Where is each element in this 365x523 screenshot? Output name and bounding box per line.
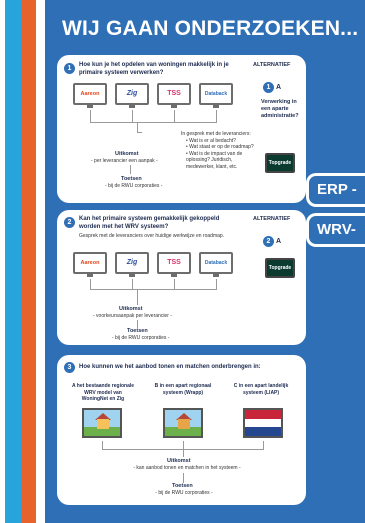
toetsen-text: - bij de RWU corporaties - (105, 183, 163, 189)
section-2-card: 2 Kan het primaire systeem gemakkelijk g… (57, 210, 306, 345)
alt-number: 1 (266, 84, 271, 91)
alt-description: Verwerking in een aparte administratie? (261, 99, 299, 119)
side-tab-wrv: WRV- (306, 213, 365, 247)
option-b: B in een apart regionaal systeem (Wrapp) (154, 383, 212, 396)
alternative-screen: Topgrade (265, 258, 295, 278)
system-name: Aareon (80, 91, 100, 97)
option-a-house-illustration (82, 408, 122, 438)
alt-letter: A (276, 238, 282, 245)
connector (183, 449, 184, 457)
system-monitor-aareon: Aareon (73, 252, 107, 277)
system-name: Zig (126, 259, 138, 266)
toetsen-label: Toetsen (121, 176, 142, 182)
connector (263, 441, 264, 449)
section-2-alternatief-label: ALTERNATIEF (253, 216, 291, 222)
alt-screen-label: Topgrade (268, 160, 292, 166)
house (97, 419, 109, 429)
connector (216, 110, 217, 122)
option-a: A het bestaande regionale WRV model van … (71, 383, 135, 402)
system-name: TSS (167, 259, 181, 266)
connector (90, 279, 91, 289)
system-monitor-zig: Zig (115, 83, 149, 108)
uitkomst-text: - per leverancier een aanpak - (91, 158, 158, 164)
toetsen-text: - bij de RWU corporaties - (155, 490, 213, 496)
system-monitor-zig: Zig (115, 252, 149, 277)
system-name: Databack (204, 91, 228, 97)
section-2-subtext: Gesprek met de leveranciers over huidige… (79, 233, 225, 239)
left-stripe-white (36, 0, 45, 523)
alt-number: 2 (266, 238, 271, 245)
toetsen-text: - bij de RWU corporaties - (112, 335, 170, 341)
system-monitor-aareon: Aareon (73, 83, 107, 108)
uitkomst-label: Uitkomst (119, 306, 143, 312)
house (178, 419, 190, 429)
left-stripe-orange (22, 0, 36, 523)
gesprek-block: In gesprek met de leveranciers: • Wat is… (181, 131, 257, 170)
connector (137, 289, 138, 305)
section-3-number: 3 (64, 362, 75, 373)
option-b-house-illustration (163, 408, 203, 438)
alternative-screen: Topgrade (265, 153, 295, 173)
connector (132, 279, 133, 289)
connector (183, 441, 184, 449)
connector (183, 473, 184, 483)
section-1-card: 1 Hoe kun je het opdelen van woningen ma… (57, 55, 306, 203)
ground (84, 427, 120, 436)
connector (90, 110, 91, 122)
system-name: TSS (167, 90, 181, 97)
connector (137, 122, 138, 132)
roof (176, 413, 192, 420)
system-name: Databack (204, 260, 228, 266)
connector (130, 165, 131, 174)
flag-blue (245, 427, 281, 436)
system-name: Zig (126, 90, 138, 97)
gesprek-item: • Wat is de impact van de oplossing? Jur… (186, 150, 243, 170)
section-1-number: 1 (64, 63, 75, 74)
page-title: WIJ GAAN ONDERZOEKEN... (62, 17, 359, 40)
flag-white (245, 418, 281, 428)
section-1-alternatief-label: ALTERNATIEF (253, 62, 291, 68)
uitkomst-text: - kan aanbod tonen en matchen in het sys… (133, 465, 241, 471)
connector (102, 441, 103, 449)
system-monitor-tss: TSS (157, 252, 191, 277)
alt-number-badge: 1 (263, 82, 274, 93)
section-3-card: 3 Hoe kunnen we het aanbod tonen en matc… (57, 355, 306, 505)
toetsen-label: Toetsen (172, 483, 193, 489)
connector (137, 132, 142, 133)
roof (95, 413, 111, 420)
alt-number-badge: 2 (263, 236, 274, 247)
alt-letter: A (276, 84, 282, 91)
gesprek-item: • Wat is er al bedacht? (186, 137, 236, 144)
toetsen-label: Toetsen (127, 328, 148, 334)
option-c-dutch-flag (243, 408, 283, 438)
connector (174, 279, 175, 289)
system-monitor-databack: Databack (199, 83, 233, 108)
system-monitor-databack: Databack (199, 252, 233, 277)
section-1-question: Hoe kun je het opdelen van woningen makk… (79, 62, 229, 76)
system-name: Aareon (80, 260, 100, 266)
gesprek-item: • Wat staat er op de roadmap? (186, 144, 254, 150)
section-2-question: Kan het primaire systeem gemakkelijk gek… (79, 216, 220, 230)
alt-screen-label: Topgrade (268, 265, 292, 271)
ground (165, 427, 201, 436)
side-tab-erp: ERP - (306, 173, 365, 207)
connector (174, 110, 175, 122)
uitkomst-label: Uitkomst (167, 458, 191, 464)
connector (90, 122, 217, 123)
connector (90, 289, 217, 290)
uitkomst-label: Uitkomst (115, 151, 139, 157)
connector (216, 279, 217, 289)
gesprek-title: In gesprek met de leveranciers: (181, 131, 251, 137)
connector (132, 110, 133, 122)
system-monitor-tss: TSS (157, 83, 191, 108)
uitkomst-text: - voorkeursaanpak per leverancier - (93, 313, 172, 319)
left-stripe-blue (5, 0, 22, 523)
connector (137, 320, 138, 328)
option-c: C in een apart landelijk systeem (LIAP) (233, 383, 289, 396)
section-3-question: Hoe kunnen we het aanbod tonen en matche… (79, 364, 261, 370)
section-2-number: 2 (64, 217, 75, 228)
flag-red (245, 410, 281, 419)
